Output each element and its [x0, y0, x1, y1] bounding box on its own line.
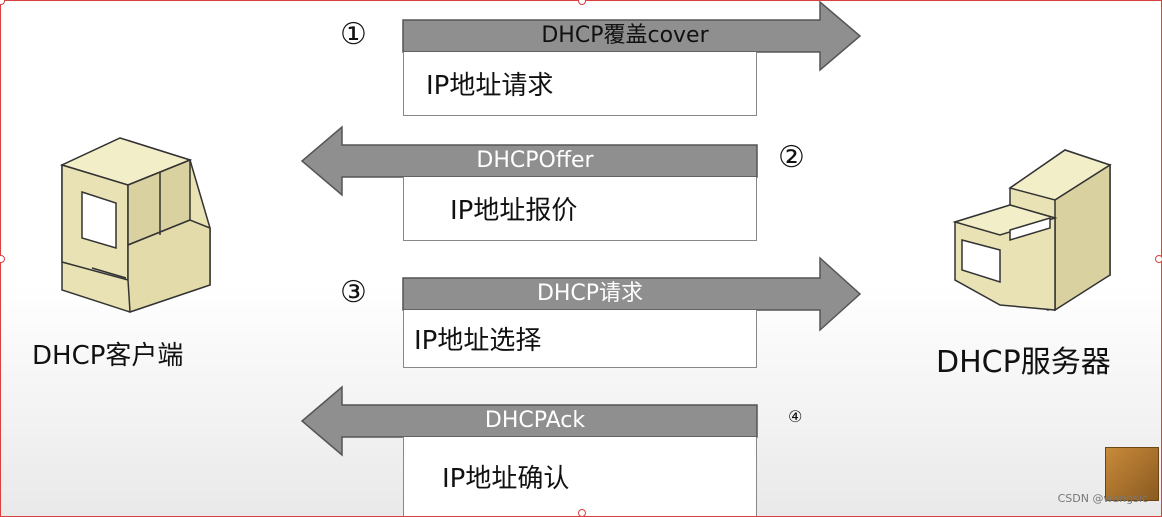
message-box-2-text: IP地址报价 — [450, 190, 577, 227]
server-label: DHCP服务器 — [936, 337, 1111, 381]
frame-handle-middle-right — [1155, 255, 1162, 263]
message-box-4: IP地址确认 — [403, 437, 757, 517]
step-number-1: ① — [340, 20, 367, 50]
step-number-3: ③ — [340, 278, 367, 308]
arrow-label-2: DHCPOffer — [440, 145, 630, 177]
message-box-1: IP地址请求 — [403, 52, 757, 116]
step-number-4: ④ — [788, 409, 802, 425]
message-box-3: IP地址选择 — [403, 310, 757, 368]
arrow-label-4: DHCPAck — [450, 405, 620, 437]
step-number-2: ② — [778, 143, 805, 173]
server-icon — [955, 150, 1110, 310]
message-box-3-text: IP地址选择 — [414, 320, 541, 357]
message-box-4-text: IP地址确认 — [442, 458, 569, 495]
watermark: CSDN @wangsic — [1058, 492, 1148, 505]
message-box-1-text: IP地址请求 — [426, 65, 553, 102]
message-box-2: IP地址报价 — [403, 177, 757, 241]
frame-handle-bottom-middle — [578, 509, 586, 517]
client-computer-icon — [62, 138, 210, 312]
arrow-label-1: DHCP覆盖cover — [505, 20, 745, 52]
arrow-label-3: DHCP请求 — [505, 278, 675, 310]
client-label: DHCP客户端 — [32, 335, 183, 372]
